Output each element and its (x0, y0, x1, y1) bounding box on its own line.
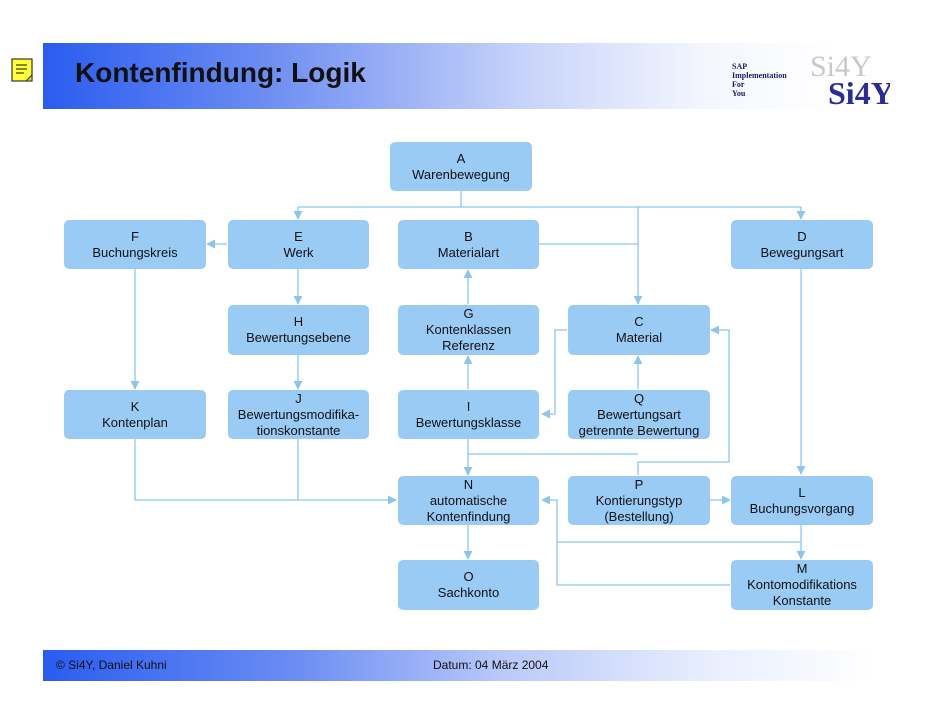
box-a-line: A (456, 150, 466, 166)
box-j-line: Bewertungsmodifika- (237, 406, 360, 422)
box-q-line: Bewertungsart (597, 406, 681, 422)
box-k-line: K (130, 398, 140, 414)
footer-copyright: © Si4Y, Daniel Kuhni (56, 658, 167, 672)
connector-k-to-n (134, 439, 397, 505)
box-e: E Werk (228, 220, 369, 269)
box-g-line: Referenz (442, 338, 495, 353)
box-m: M Kontomodifikations Konstante (731, 560, 873, 610)
connector-c-to-i (541, 329, 567, 419)
brand-line: SAP (732, 62, 748, 71)
box-n-line: automatische (429, 492, 508, 508)
box-b-line: B (464, 228, 473, 244)
box-p-line: (Bestellung) (604, 508, 674, 524)
box-o-line: Sachkonto (437, 585, 500, 600)
box-f-line: Buchungskreis (92, 244, 178, 260)
box-k-line: Kontenplan (102, 414, 168, 430)
box-i-line: I (466, 398, 471, 414)
box-m-line: Konstante (772, 593, 832, 608)
footer-band (43, 650, 873, 681)
box-l-line: Buchungsvorgang (749, 500, 855, 516)
brand-line: For (732, 80, 745, 89)
connector-m-to-n (541, 495, 730, 586)
si4y-logo: Si4Y Si4Y (810, 50, 890, 108)
box-o-line: O (463, 569, 474, 584)
box-e-line: E (294, 228, 303, 244)
box-q-line: getrennte Bewertung (578, 422, 700, 438)
box-d: D Bewegungsart (731, 220, 873, 269)
box-n: N automatische Kontenfindung (398, 476, 539, 525)
box-d-line: Bewegungsart (760, 244, 844, 260)
brand-text: SAP Implementation For You (732, 62, 787, 98)
box-q-line: Q (633, 390, 645, 406)
box-h-line: H (293, 314, 304, 329)
box-o: O Sachkonto (398, 560, 539, 610)
box-g-line: Kontenklassen (425, 322, 512, 337)
box-n-line: N (463, 476, 474, 492)
box-j-line: tionskonstante (256, 422, 341, 438)
box-f-line: F (131, 228, 139, 244)
box-p: P Kontierungstyp (Bestellung) (568, 476, 710, 525)
box-c-line: Material (615, 330, 663, 345)
box-q: Q Bewertungsart getrennte Bewertung (568, 390, 710, 439)
brand-line: Implementation (732, 71, 787, 80)
svg-text:Si4Y: Si4Y (828, 75, 890, 108)
footer-date: Datum: 04 März 2004 (433, 658, 549, 672)
box-h-line: Bewertungsebene (246, 330, 351, 345)
box-m-line: Kontomodifikations (747, 577, 857, 592)
box-m-line: M (796, 561, 808, 576)
header-band (43, 43, 923, 109)
box-n-line: Kontenfindung (426, 508, 511, 524)
box-c: C Material (568, 305, 710, 355)
note-icon (11, 58, 33, 82)
box-b-line: Materialart (437, 244, 500, 260)
box-b: B Materialart (398, 220, 539, 269)
box-h: H Bewertungsebene (228, 305, 369, 355)
brand-line: You (732, 89, 746, 98)
box-i: I Bewertungsklasse (398, 390, 539, 439)
box-c-line: C (634, 314, 644, 329)
box-i-line: Bewertungsklasse (415, 414, 522, 430)
box-p-line: P (634, 476, 644, 492)
box-j-line: J (295, 390, 302, 406)
box-a-line: Warenbewegung (412, 166, 510, 182)
box-a: A Warenbewegung (390, 142, 532, 191)
svg-text:Si4Y: Si4Y (810, 50, 872, 83)
box-k: K Kontenplan (64, 390, 206, 439)
box-j: J Bewertungsmodifika- tionskonstante (228, 390, 369, 439)
box-l: L Buchungsvorgang (731, 476, 873, 525)
box-e-line: Werk (283, 244, 314, 260)
page-title: Kontenfindung: Logik (75, 57, 366, 88)
box-d-line: D (797, 228, 807, 244)
box-f: F Buchungskreis (64, 220, 206, 269)
box-p-line: Kontierungstyp (595, 492, 683, 508)
box-l-line: L (798, 484, 806, 500)
box-g-line: G (463, 306, 474, 321)
box-g: G Kontenklassen Referenz (398, 305, 539, 355)
connector-p-to-c (637, 325, 730, 475)
